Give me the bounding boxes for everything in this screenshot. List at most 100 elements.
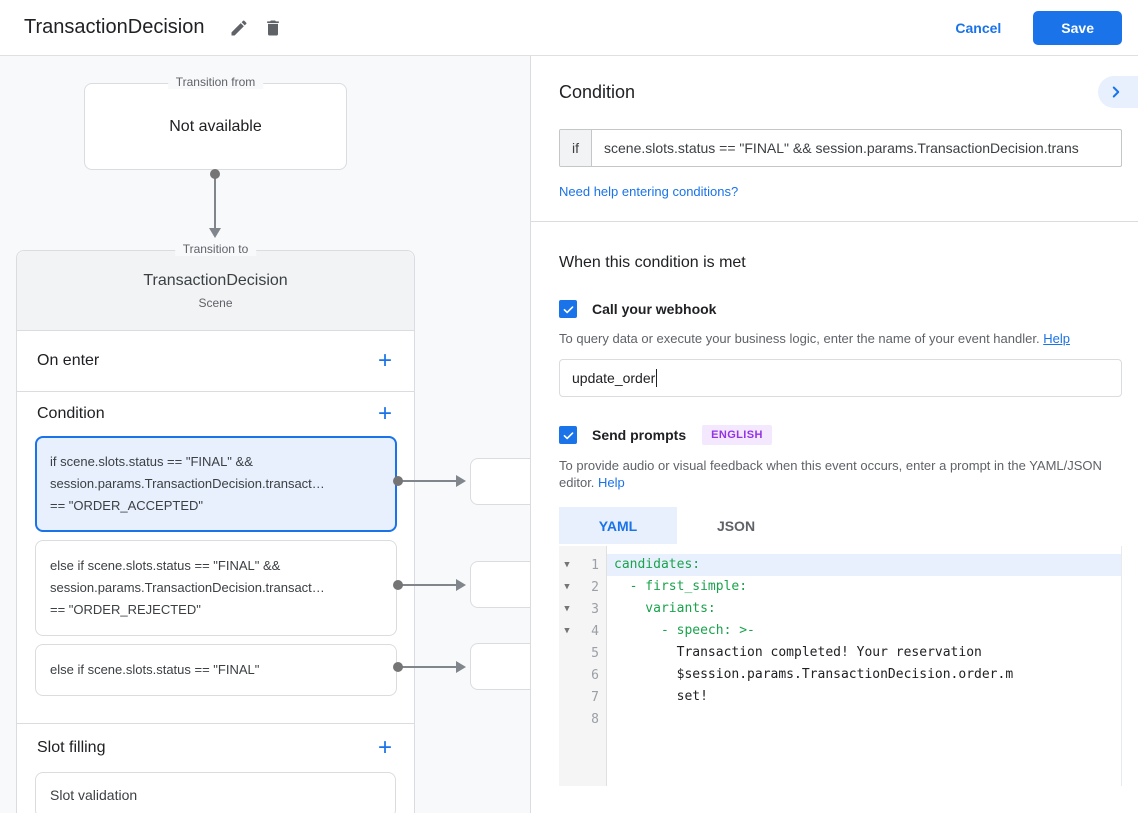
event-handler-value: update_order (572, 370, 656, 386)
line-number: 7 (591, 689, 599, 705)
transition-from-box[interactable]: Transition from Not available (84, 75, 347, 170)
connector-line (401, 480, 457, 482)
code-line (607, 708, 1121, 730)
fold-caret-icon[interactable]: ▼ (564, 560, 570, 570)
slot-filling-section-head: Slot filling + (17, 724, 414, 772)
panel-title: Condition (559, 82, 636, 102)
condition-line: == "ORDER_ACCEPTED" (50, 498, 203, 513)
line-number: 5 (591, 645, 599, 661)
scene-diagram-canvas: Transition from Not available Transition… (0, 56, 530, 813)
prompts-helper-body: To provide audio or visual feedback when… (559, 458, 1102, 490)
line-number: 1 (591, 557, 599, 573)
check-icon (563, 431, 573, 439)
chevron-right-icon (1112, 86, 1120, 98)
line-number: 3 (591, 601, 599, 617)
code-line: - first_simple: (614, 579, 748, 594)
transition-target-box[interactable] (470, 458, 530, 505)
arrow-down-icon (209, 228, 221, 238)
yaml-code-editor[interactable]: ▼ 1 ▼ 2 ▼ 3 ▼ 4 5 6 7 8 candidates: - first_… (559, 546, 1122, 786)
condition-line: else if scene.slots.status == "FINAL" && (50, 558, 281, 573)
page-title: TransactionDecision (24, 16, 205, 38)
editor-code-area[interactable]: candidates: - first_simple: variants: - … (607, 546, 1121, 786)
scene-type: Scene (198, 295, 233, 310)
prompts-helper-text: To provide audio or visual feedback when… (559, 457, 1122, 491)
code-line: set! (614, 689, 708, 704)
webhook-helper-body: To query data or execute your business l… (559, 331, 1040, 346)
condition-line: else if scene.slots.status == "FINAL" (50, 662, 260, 677)
slot-filling-label: Slot filling (37, 739, 106, 756)
line-number: 6 (591, 667, 599, 683)
code-line: $session.params.TransactionDecision.orde… (614, 667, 1014, 682)
pencil-icon (231, 19, 247, 35)
editor-tabs: YAML JSON (559, 507, 1122, 544)
prompts-help-link[interactable]: Help (598, 475, 625, 490)
condition-section-label: Condition (37, 405, 105, 422)
transition-target-box[interactable] (470, 561, 530, 608)
connector-line (214, 174, 216, 229)
condition-expression-field: if scene.slots.status == "FINAL" && sess… (559, 129, 1122, 167)
arrow-right-icon (456, 661, 466, 673)
webhook-label: Call your webhook (592, 301, 717, 317)
line-number: 2 (591, 579, 599, 595)
webhook-checkbox-row: Call your webhook (559, 300, 1122, 318)
connector-line (401, 584, 457, 586)
condition-card-final[interactable]: else if scene.slots.status == "FINAL" (35, 644, 397, 696)
collapse-panel-button[interactable] (1098, 76, 1138, 108)
transition-target-box[interactable] (470, 643, 530, 690)
connector-dot (393, 662, 403, 672)
slot-validation-card[interactable]: Slot validation (35, 772, 396, 813)
if-prefix-label: if (560, 130, 592, 166)
webhook-checkbox[interactable] (559, 300, 577, 318)
transition-from-label: Transition from (167, 75, 264, 89)
trash-icon (267, 20, 280, 35)
top-bar: TransactionDecision Cancel Save (0, 0, 1138, 56)
fold-caret-icon[interactable]: ▼ (564, 604, 570, 614)
transition-to-box: Transition to TransactionDecision Scene … (16, 242, 415, 813)
code-line: - speech: >- (614, 623, 755, 638)
language-badge: ENGLISH (702, 425, 772, 445)
transition-from-content: Not available (169, 117, 262, 135)
condition-section-head: Condition + (17, 392, 414, 436)
event-handler-input[interactable]: update_order (559, 359, 1122, 397)
add-slot-button[interactable]: + (377, 734, 392, 761)
transition-to-label: Transition to (174, 242, 257, 256)
fold-caret-icon[interactable]: ▼ (564, 626, 570, 636)
arrow-right-icon (456, 579, 466, 591)
section-divider (17, 704, 414, 724)
code-line: candidates: (607, 554, 1121, 576)
connector-line (401, 666, 457, 668)
scene-name: TransactionDecision (143, 271, 288, 289)
code-line: variants: (614, 601, 716, 616)
webhook-help-link[interactable]: Help (1043, 331, 1070, 346)
condition-help-link[interactable]: Need help entering conditions? (559, 184, 739, 199)
fold-caret-icon[interactable]: ▼ (564, 582, 570, 592)
add-on-enter-button[interactable]: + (377, 347, 392, 374)
connector-dot (393, 476, 403, 486)
prompts-checkbox[interactable] (559, 426, 577, 444)
tab-json[interactable]: JSON (716, 517, 756, 534)
connector-dot (210, 169, 220, 179)
code-line: Transaction completed! Your reservation (614, 645, 982, 660)
line-number: 8 (591, 711, 599, 727)
scene-card-header[interactable]: TransactionDecision Scene (17, 251, 414, 331)
add-condition-button[interactable]: + (377, 400, 392, 427)
check-icon (563, 305, 573, 313)
condition-line: session.params.TransactionDecision.trans… (50, 476, 325, 491)
condition-expression-input[interactable]: scene.slots.status == "FINAL" && session… (604, 140, 1079, 156)
prompts-label: Send prompts (592, 427, 687, 443)
condition-line: session.params.TransactionDecision.trans… (50, 580, 325, 595)
save-button[interactable]: Save (1033, 10, 1122, 45)
panel-divider (531, 221, 1138, 222)
cancel-button[interactable]: Cancel (939, 12, 1017, 44)
webhook-helper-text: To query data or execute your business l… (559, 330, 1122, 347)
edit-button[interactable] (222, 11, 256, 45)
on-enter-section: On enter + (17, 331, 414, 392)
tab-yaml[interactable]: YAML (559, 507, 677, 544)
line-number: 4 (591, 623, 599, 639)
delete-button[interactable] (256, 11, 290, 45)
editor-gutter: ▼ 1 ▼ 2 ▼ 3 ▼ 4 5 6 7 8 (559, 546, 607, 786)
condition-card-rejected[interactable]: else if scene.slots.status == "FINAL" &&… (35, 540, 397, 636)
connector-dot (393, 580, 403, 590)
on-enter-label: On enter (37, 352, 100, 369)
condition-card-accepted[interactable]: if scene.slots.status == "FINAL" && sess… (35, 436, 397, 532)
